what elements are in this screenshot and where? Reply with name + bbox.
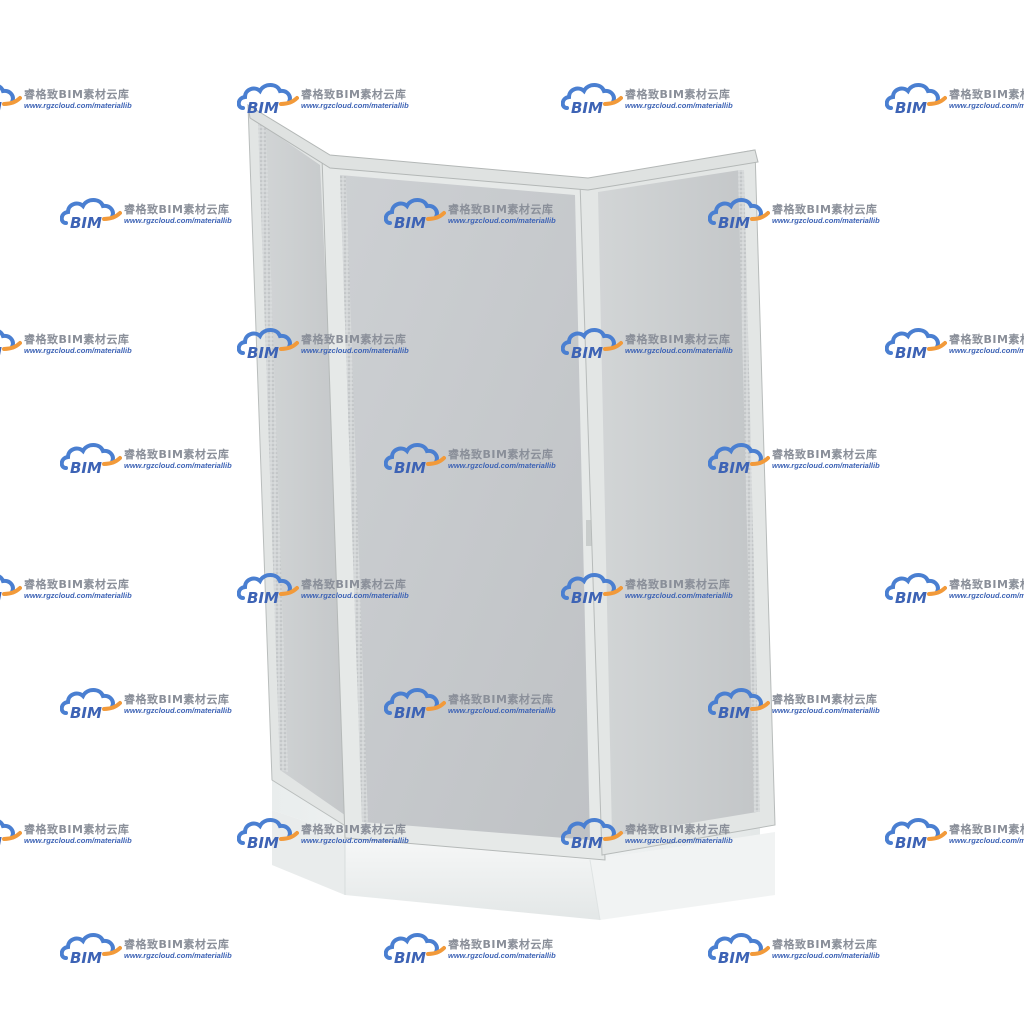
front-door-texture-left [340, 175, 368, 822]
tray-right-face [590, 832, 775, 920]
right-panel-texture-edge [738, 170, 760, 812]
right-panel-glass [598, 170, 757, 836]
front-door-glass [340, 175, 590, 840]
top-rail [247, 104, 759, 191]
tray-front-face [345, 835, 600, 920]
front-door-panel [321, 156, 606, 861]
door-handle [586, 520, 594, 546]
left-side-panel [247, 104, 369, 841]
right-side-panel [579, 149, 776, 856]
left-panel-texture-edge [258, 122, 288, 772]
